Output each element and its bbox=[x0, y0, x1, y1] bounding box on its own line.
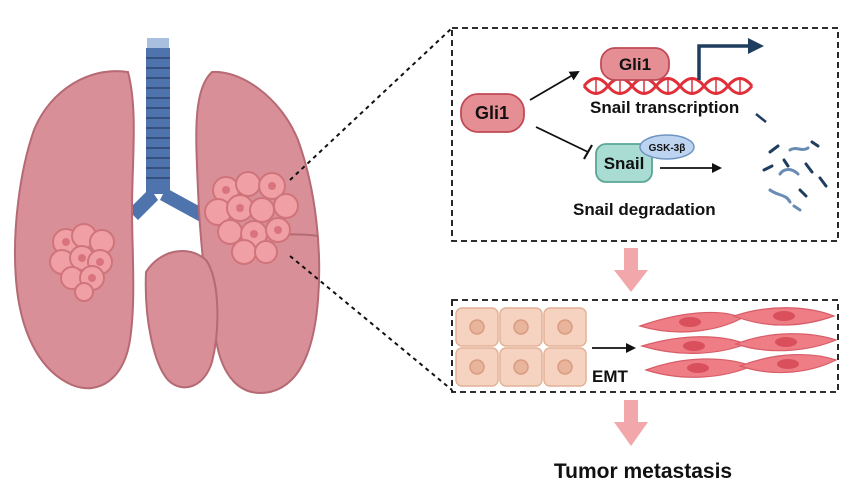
mesenchymal-cells bbox=[638, 307, 838, 378]
zoom-line-top bbox=[289, 27, 453, 181]
gli1-label: Gli1 bbox=[475, 103, 509, 123]
inhibition-line bbox=[535, 126, 589, 153]
trachea bbox=[128, 38, 210, 224]
gli1-dna-label: Gli1 bbox=[619, 55, 651, 74]
snail-transcription-label: Snail transcription bbox=[590, 98, 739, 117]
mechanism-box bbox=[451, 27, 839, 242]
trachea-top bbox=[147, 38, 169, 48]
inhibition-bar bbox=[583, 144, 593, 160]
gli1-dna-pill bbox=[600, 47, 670, 81]
dna-helix bbox=[582, 77, 754, 95]
gli1-node: Gli1 bbox=[460, 93, 525, 133]
gsk3b-ellipse bbox=[639, 134, 695, 160]
mrna-fragment bbox=[755, 113, 767, 123]
flow-arrow-2 bbox=[614, 400, 648, 446]
degraded-fragments bbox=[762, 140, 828, 212]
zoom-line-bottom bbox=[289, 255, 453, 391]
left-bronchus bbox=[128, 188, 158, 220]
gsk3b-node: GSK-3β bbox=[639, 134, 695, 160]
lower-lobe bbox=[144, 250, 219, 389]
gli1-dna-node: Gli1 bbox=[600, 47, 670, 81]
right-bronchus bbox=[160, 188, 210, 224]
gsk3b-label: GSK-3β bbox=[649, 143, 686, 154]
emt-box bbox=[451, 299, 839, 393]
activation-arrow bbox=[529, 70, 580, 101]
tumor-metastasis-label: Tumor metastasis bbox=[554, 460, 732, 483]
flow-arrow-1 bbox=[614, 248, 648, 292]
transcription-start-arrow bbox=[697, 38, 764, 80]
lungs-illustration bbox=[13, 38, 321, 394]
snail-label: Snail bbox=[604, 154, 645, 173]
epithelial-cells bbox=[455, 307, 587, 387]
snail-box bbox=[595, 143, 653, 183]
gli1-pill bbox=[460, 93, 525, 133]
snail-degradation-label: Snail degradation bbox=[573, 200, 716, 219]
snail-node: Snail bbox=[595, 143, 653, 183]
trachea-tube bbox=[146, 48, 170, 194]
tumor-cluster-right bbox=[204, 171, 299, 265]
tumor-cluster-left bbox=[49, 223, 115, 302]
emt-label: EMT bbox=[592, 367, 629, 386]
